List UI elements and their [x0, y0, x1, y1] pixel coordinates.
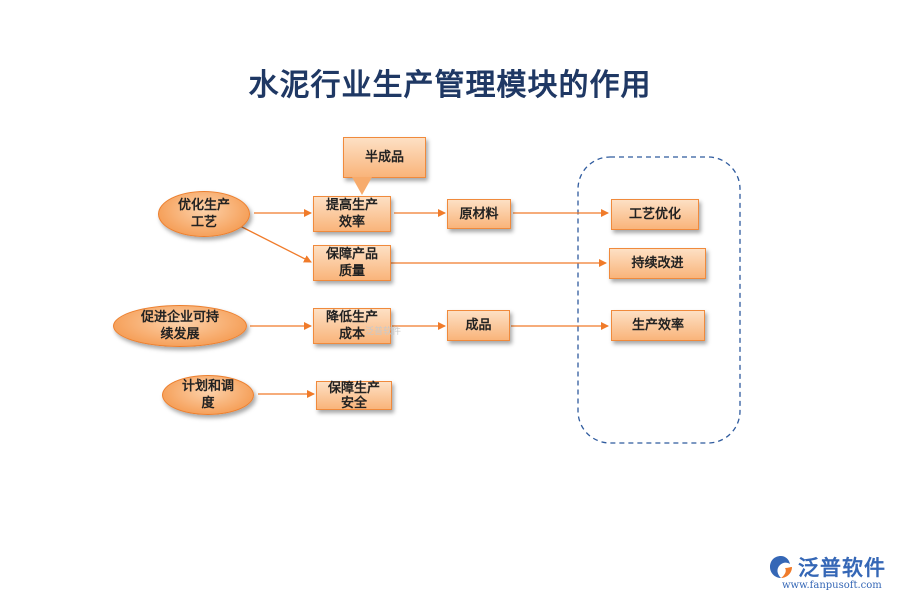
- node-label: 成品: [465, 318, 492, 333]
- node-label: 生产效率: [631, 318, 684, 333]
- logo-url: www.fanpusoft.com: [782, 580, 882, 591]
- arrow-optimize-to-quality: [235, 223, 312, 263]
- node-raw-material: 原材料: [447, 199, 511, 229]
- page-title: 水泥行业生产管理模块的作用: [248, 68, 652, 103]
- node-plan-schedule: 计划和调度: [162, 375, 254, 415]
- node-finished-product: 成品: [447, 310, 510, 341]
- node-label: 提高生产效率: [325, 198, 378, 230]
- outcome-group-frame: [577, 156, 741, 444]
- callout-tail: [352, 177, 372, 195]
- node-label: 降低生产成本: [325, 310, 378, 342]
- node-ensure-safety: 保障生产安全: [316, 380, 392, 411]
- node-continuous-improvement: 持续改进: [609, 248, 706, 279]
- node-label: 原材料: [459, 206, 499, 222]
- node-label: 工艺优化: [628, 207, 681, 222]
- node-production-efficiency: 生产效率: [611, 310, 705, 341]
- node-optimize-process: 优化生产工艺: [158, 191, 250, 237]
- node-ensure-quality: 保障产品质量: [313, 245, 391, 281]
- node-reduce-cost: 降低生产成本: [313, 308, 391, 344]
- watermark: 泛普软件: [365, 327, 402, 337]
- node-label: 持续改进: [631, 256, 684, 271]
- node-label: 保障产品质量: [325, 247, 378, 279]
- node-improve-efficiency: 提高生产效率: [313, 196, 391, 232]
- logo-name: 泛普软件: [798, 556, 886, 580]
- callout-semi-finished: 半成品: [343, 137, 426, 178]
- callout-label: 半成品: [364, 150, 404, 165]
- node-label: 优化生产工艺: [177, 198, 230, 230]
- logo-swirl-icon: [770, 556, 792, 578]
- node-label: 计划和调度: [181, 379, 234, 411]
- node-process-optimization: 工艺优化: [611, 199, 699, 230]
- node-label: 促进企业可持续发展: [140, 310, 219, 342]
- brand-logo: 泛普软件 www.fanpusoft.com: [768, 552, 893, 592]
- node-promote-sustainability: 促进企业可持续发展: [113, 305, 247, 347]
- node-label: 保障生产安全: [327, 380, 380, 411]
